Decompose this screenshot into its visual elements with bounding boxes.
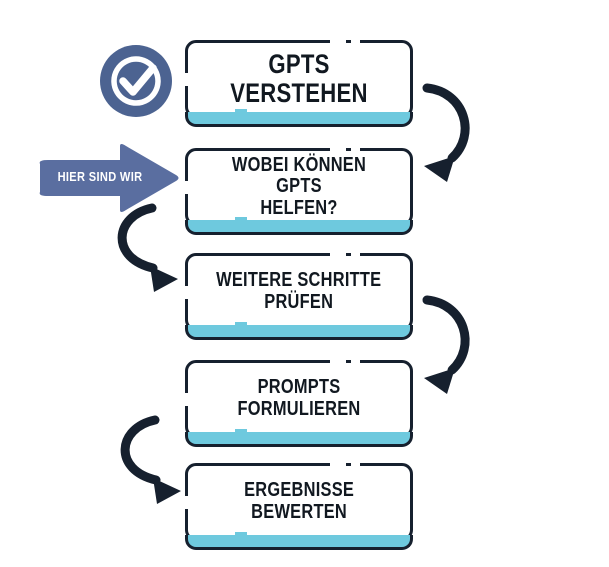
border-gap-top <box>330 461 347 469</box>
step-box-3[interactable]: WEITERE SCHRITTE PRÜFEN <box>183 251 413 340</box>
border-gap-top <box>330 146 347 154</box>
accent-bar-gap <box>234 532 247 536</box>
accent-bar-gap <box>234 217 247 221</box>
step-box-1-frame: GPTS VERSTEHEN <box>183 38 413 118</box>
border-gap-left <box>183 392 191 406</box>
border-gap-top-2 <box>351 358 361 366</box>
border-gap-top-2 <box>351 38 361 46</box>
here-we-are-label: HIER SIND WIR <box>57 169 143 184</box>
connector-3-to-4 <box>422 295 470 394</box>
step-box-5[interactable]: ERGEBNISSE BEWERTEN <box>183 461 413 550</box>
check-circle-icon <box>100 45 172 117</box>
border-gap-left <box>183 180 191 194</box>
step-box-2-frame: WOBEI KÖNNEN GPTS HELFEN? <box>183 146 413 226</box>
step-box-5-label: ERGEBNISSE BEWERTEN <box>243 479 355 523</box>
accent-bar-gap <box>234 322 247 326</box>
step-box-1-accent-bar <box>185 109 413 127</box>
border-gap-top <box>330 251 347 259</box>
connector-4-to-5 <box>120 415 181 504</box>
step-box-4-accent-bar <box>185 429 413 447</box>
border-gap-top-2 <box>351 146 361 154</box>
right-arrow-banner <box>39 144 179 212</box>
step-box-2-label: WOBEI KÖNNEN GPTS HELFEN? <box>231 153 367 219</box>
border-gap-top-2 <box>351 251 361 259</box>
border-gap-top <box>330 358 347 366</box>
border-gap-top-2 <box>351 461 361 469</box>
step-box-1-label: GPTS VERSTEHEN <box>230 48 368 108</box>
step-box-5-accent-bar <box>185 532 413 550</box>
here-we-are-banner: HIER SIND WIR <box>28 144 180 212</box>
accent-bar-gap <box>234 109 247 113</box>
border-gap-top <box>330 38 347 46</box>
step-box-2-accent-bar <box>185 217 413 235</box>
step-box-3-label: WEITERE SCHRITTE PRÜFEN <box>216 269 382 313</box>
step-box-1[interactable]: GPTS VERSTEHEN <box>183 38 413 127</box>
step-box-3-accent-bar <box>185 322 413 340</box>
border-gap-left <box>183 495 191 509</box>
connector-2-to-3 <box>117 203 178 292</box>
accent-bar-gap <box>234 429 247 433</box>
step-box-2[interactable]: WOBEI KÖNNEN GPTS HELFEN? <box>183 146 413 235</box>
border-gap-left <box>183 285 191 299</box>
connector-1-to-2 <box>422 83 470 182</box>
step-box-4[interactable]: PROMPTS FORMULIEREN <box>183 358 413 447</box>
step-box-4-frame: PROMPTS FORMULIEREN <box>183 358 413 438</box>
step-box-3-frame: WEITERE SCHRITTE PRÜFEN <box>183 251 413 331</box>
step-box-5-frame: ERGEBNISSE BEWERTEN <box>183 461 413 541</box>
border-gap-left <box>183 72 191 86</box>
step-box-4-label: PROMPTS FORMULIEREN <box>237 376 361 420</box>
